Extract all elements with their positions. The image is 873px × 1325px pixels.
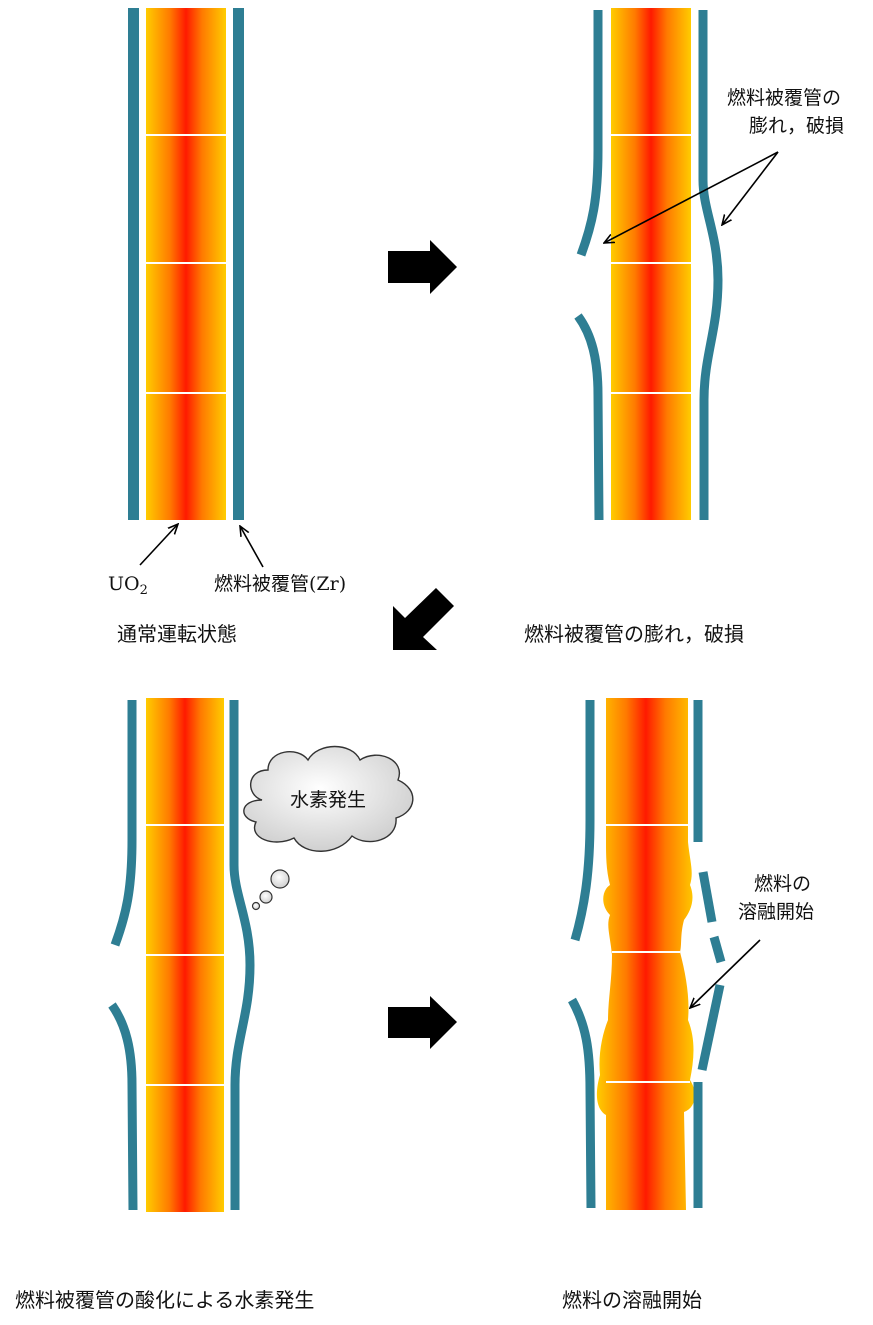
annotation-melting-line1: 燃料の <box>754 873 812 895</box>
caption-hydrogen-generation: 燃料被覆管の酸化による水素発生 <box>15 1288 315 1312</box>
flow-arrow-down-left <box>393 588 454 650</box>
annotation-melting-line2: 溶融開始 <box>738 901 815 923</box>
annotation-swelling-line2: 膨れ，破損 <box>749 115 845 137</box>
panel-normal-operation <box>128 8 264 568</box>
cloud-label-hydrogen: 水素発生 <box>290 789 367 811</box>
cladding-right-swollen <box>698 10 723 520</box>
pointer-arrow-uo2 <box>139 524 178 566</box>
pointer-arrow-cladding <box>240 526 264 568</box>
cladding-left-lower <box>568 997 596 1209</box>
caption-fuel-melting: 燃料の溶融開始 <box>562 1288 702 1312</box>
panel-hydrogen-generation <box>108 698 414 1212</box>
annotation-swelling-line1: 燃料被覆管の <box>727 87 842 109</box>
annotation-arrow-melting <box>690 939 761 1008</box>
flow-arrow-right-bottom <box>388 996 457 1049</box>
cladding-right-fragment-1 <box>698 871 717 923</box>
panel-cladding-swelling <box>574 8 779 521</box>
annotation-arrow-left <box>604 151 779 243</box>
pellet-boundaries <box>611 134 691 394</box>
cladding-left-lower-ruptured <box>108 1002 138 1211</box>
cloud-bubble-large <box>270 869 290 889</box>
cladding-right-swollen <box>229 700 255 1210</box>
cladding-right-wall <box>233 8 244 520</box>
cladding-right-fragment-3 <box>697 984 725 1071</box>
cladding-left-wall <box>128 8 139 520</box>
label-cladding-zr: 燃料被覆管(Zr) <box>214 573 347 595</box>
label-uo2-subscript: 2 <box>139 583 148 598</box>
caption-normal-operation: 通常運転状態 <box>117 622 237 646</box>
pellet-boundaries <box>146 134 226 394</box>
pellet-boundaries <box>606 824 690 1083</box>
cladding-left-upper-ruptured <box>110 700 137 947</box>
cloud-bubble-small <box>251 901 261 911</box>
hydrogen-cloud <box>243 745 414 852</box>
cladding-right-fragment-2 <box>709 935 726 964</box>
pellet-boundaries <box>146 824 224 1086</box>
panel-fuel-melting <box>568 698 761 1210</box>
cladding-left-upper-ruptured <box>576 10 603 257</box>
flow-arrow-right-top <box>388 240 457 294</box>
label-uo2: UO2 <box>108 572 148 603</box>
cladding-left-lower-ruptured <box>574 313 604 521</box>
cloud-bubble-medium <box>259 890 273 904</box>
cladding-left-upper <box>570 700 595 942</box>
label-uo2-main: UO <box>108 573 140 595</box>
caption-cladding-swelling: 燃料被覆管の膨れ，破損 <box>524 622 744 646</box>
fuel-rod-melting <box>596 698 695 1210</box>
annotation-arrow-right <box>722 151 779 225</box>
